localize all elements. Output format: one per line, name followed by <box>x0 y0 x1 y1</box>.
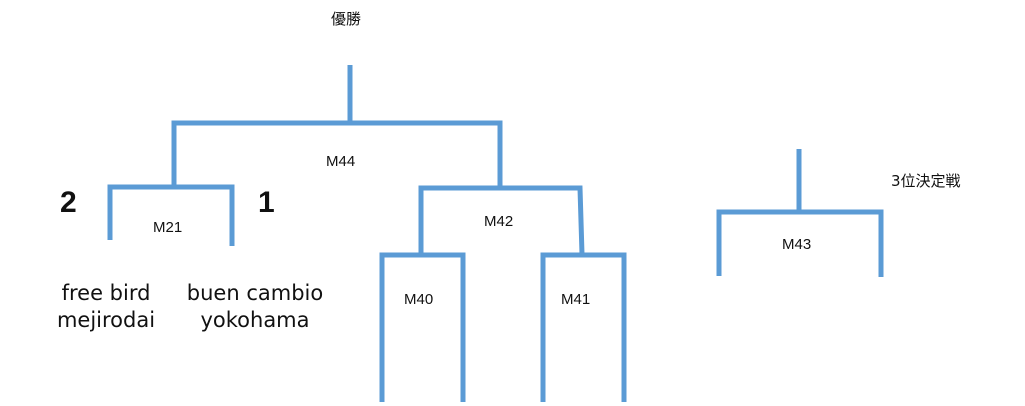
m21-right-team-name: buen cambio <box>186 281 324 305</box>
m44-bracket-line <box>171 120 503 187</box>
m41-bracket-line <box>540 252 627 402</box>
match-label-m44: M44 <box>326 153 356 170</box>
m21-left-team: free bird mejirodai <box>38 280 174 334</box>
m43-bracket-line <box>716 209 884 277</box>
m40-bracket-line <box>379 252 466 402</box>
match-label-m40: M40 <box>404 291 434 308</box>
m21-bracket-line <box>107 184 235 246</box>
final-title: 優勝 <box>331 10 362 28</box>
m21-left-team-name: free bird <box>61 281 151 305</box>
m21-right-team: buen cambio yokohama <box>172 280 338 334</box>
match-label-m21: M21 <box>153 219 183 236</box>
m21-right-team-location: yokohama <box>200 308 310 332</box>
m21-left-team-location: mejirodai <box>56 308 156 332</box>
match-label-m41: M41 <box>561 291 591 308</box>
m21-left-score: 2 <box>60 186 77 219</box>
m42-bracket-line <box>418 185 585 255</box>
match-label-m43: M43 <box>782 236 812 253</box>
third-place-title: 3位決定戦 <box>891 172 961 190</box>
match-label-m42: M42 <box>484 213 514 230</box>
m21-right-score: 1 <box>258 186 275 219</box>
